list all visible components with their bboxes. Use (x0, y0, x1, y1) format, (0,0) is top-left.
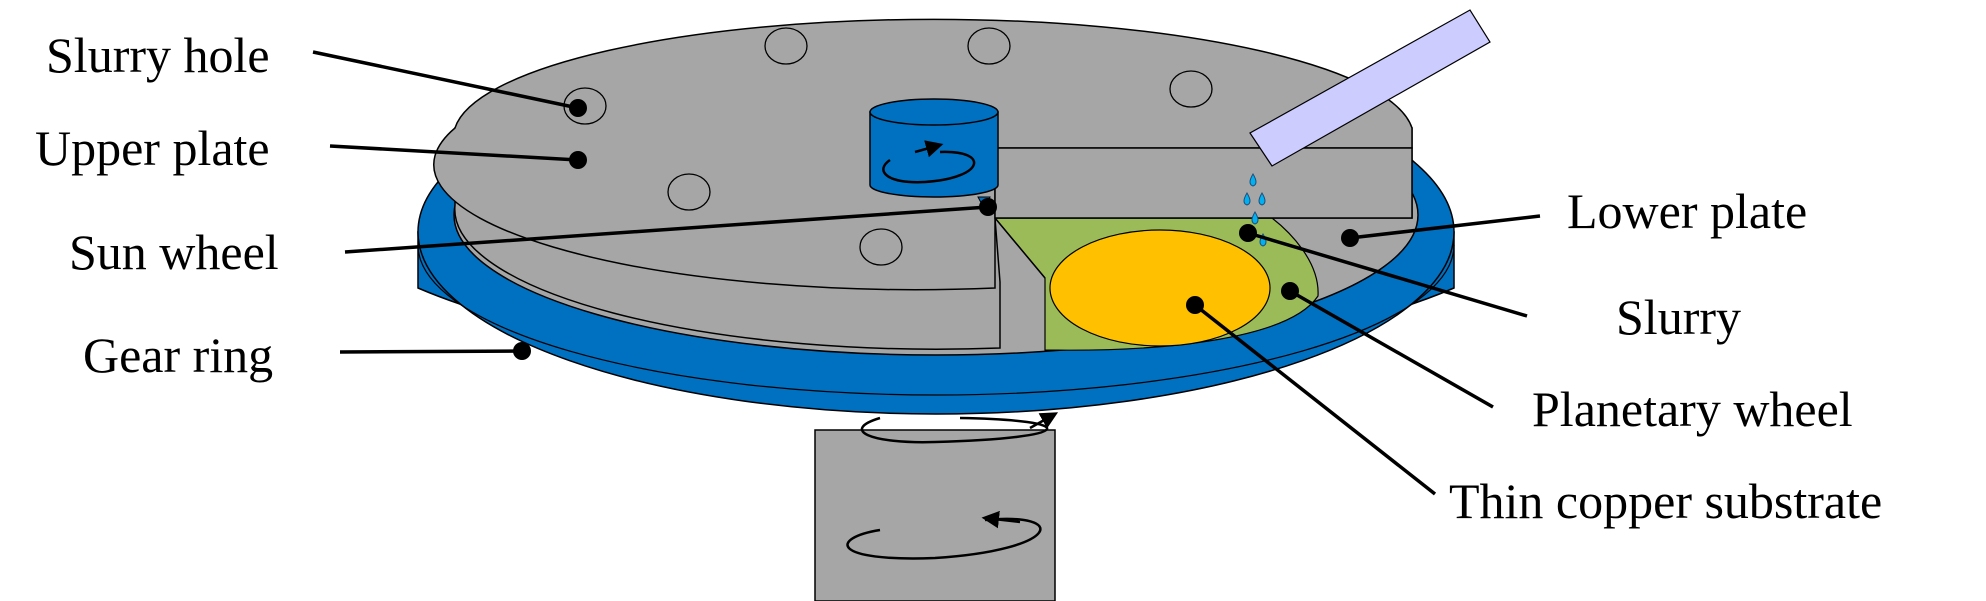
slurry-nozzle (1249, 9, 1491, 167)
slurry-hole (967, 27, 1011, 65)
label-lower-plate: Lower plate (1567, 183, 1807, 239)
label-thin-copper-substrate: Thin copper substrate (1449, 473, 1882, 529)
label-slurry: Slurry (1616, 289, 1741, 345)
slurry-holes (563, 27, 1213, 266)
slurry-hole (667, 173, 711, 211)
label-planetary-wheel: Planetary wheel (1532, 381, 1853, 437)
slurry-hole (859, 228, 903, 266)
sun-wheel (869, 98, 999, 212)
gear-ring-rotation-arrow (860, 416, 1049, 444)
thin-copper-substrate (1049, 229, 1271, 347)
slurry-hole (764, 27, 808, 65)
label-sun-wheel: Sun wheel (69, 224, 279, 280)
slurry-hole (1169, 70, 1213, 108)
drive-shaft (814, 429, 1056, 601)
leader-lines (312, 50, 1541, 496)
shaft-rotation-arrow (846, 517, 1042, 560)
label-gear-ring: Gear ring (83, 327, 273, 383)
label-slurry-hole: Slurry hole (46, 27, 270, 83)
label-upper-plate: Upper plate (35, 120, 270, 176)
sun-wheel-rotation-arrow (882, 150, 976, 184)
